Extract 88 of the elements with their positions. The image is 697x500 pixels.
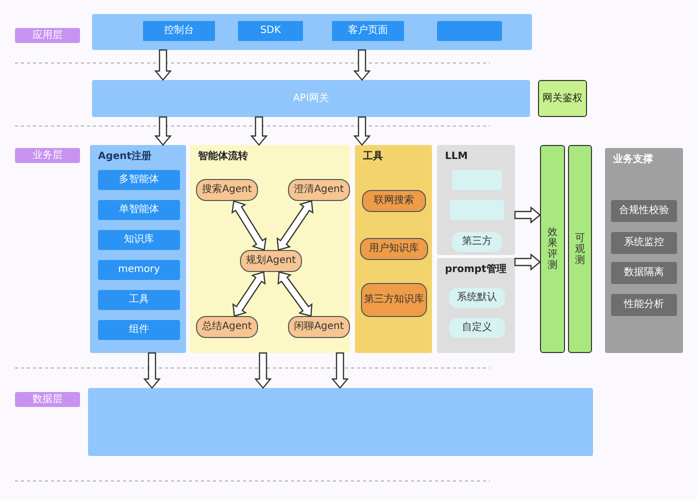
panel (90, 145, 186, 353)
node-label: 控制台 (164, 25, 194, 37)
hollow-arrow (514, 206, 541, 224)
module-box (98, 260, 180, 280)
node-label: memory (118, 264, 160, 276)
empty-box (437, 21, 502, 41)
node-label: 澄清Agent (294, 184, 344, 196)
entry-box (332, 21, 404, 41)
agent-pill (240, 250, 302, 272)
node-label: SDK (260, 25, 281, 37)
tool-pill (360, 238, 428, 260)
node-label: 联网搜索 (374, 195, 414, 207)
auth-box (538, 80, 587, 117)
hollow-arrow (232, 271, 266, 317)
node-label: 第三方 (462, 236, 492, 248)
node-label: 应用层 (32, 30, 62, 42)
hollow-arrow (353, 116, 371, 146)
node-label: 可观测 (575, 232, 585, 266)
agent-pill (288, 316, 350, 338)
empty-box (92, 14, 532, 50)
module-box (98, 230, 180, 250)
support-box (611, 294, 677, 316)
tool-pill (362, 190, 426, 212)
agent-pill (288, 179, 350, 201)
node-label: 数据层 (32, 394, 62, 406)
node-label: 工具 (129, 294, 149, 306)
panel-title: LLM (445, 151, 468, 162)
node-label: 业务层 (32, 150, 62, 162)
panel-title: 智能体流转 (198, 151, 248, 162)
layer-label (15, 148, 80, 163)
node-label: 搜索Agent (202, 184, 252, 196)
node-label: 合规性校验 (619, 205, 669, 217)
node-label: 第三方知识库 (364, 294, 424, 306)
entry-box (143, 21, 215, 41)
hollow-arrow (154, 49, 172, 81)
agent-pill (196, 179, 258, 201)
hollow-arrow (250, 116, 268, 146)
hollow-arrow (514, 253, 541, 271)
eval-column (540, 145, 565, 353)
node-label: 组件 (129, 324, 149, 336)
node-label: 自定义 (462, 322, 492, 334)
hollow-arrow (276, 200, 314, 251)
node-label: 系统默认 (457, 292, 497, 304)
support-box (611, 232, 677, 254)
node-label: 总结Agent (202, 321, 252, 333)
support-box (611, 200, 677, 222)
hollow-arrow (278, 271, 312, 317)
agent-pill (196, 316, 258, 338)
hollow-arrow (231, 200, 267, 251)
empty-box (88, 388, 593, 456)
panel (190, 145, 350, 353)
entry-box (238, 21, 303, 41)
node-label: 知识库 (124, 234, 154, 246)
node-label: 效果评测 (548, 227, 558, 271)
eval-column (568, 145, 592, 353)
node-label: 客户页面 (348, 25, 388, 37)
tool-pill (361, 283, 427, 317)
panel (437, 145, 515, 255)
module-box (98, 170, 180, 190)
panel-title: prompt管理 (445, 264, 506, 276)
panel (355, 145, 432, 353)
layer-label (15, 28, 80, 43)
node-label: 用户知识库 (369, 243, 419, 255)
module-box (98, 200, 180, 220)
panel-title: 工具 (363, 151, 383, 162)
panel (605, 148, 683, 353)
support-box (611, 262, 677, 284)
layer-band (92, 80, 530, 117)
panel-title: 业务支撑 (613, 154, 653, 166)
node-label: 网关鉴权 (542, 92, 582, 104)
node-label: 性能分析 (624, 299, 664, 311)
hollow-arrow (143, 352, 161, 389)
hollow-arrow (254, 352, 272, 389)
hollow-arrow (353, 49, 371, 81)
node-label: 多智能体 (119, 174, 159, 186)
module-box (98, 290, 180, 310)
node-label: 系统监控 (624, 237, 664, 249)
node-label: API网关 (293, 92, 329, 104)
panel-title: Agent注册 (98, 151, 152, 162)
hollow-arrow (154, 116, 172, 146)
hollow-arrow (331, 352, 349, 389)
layer-label (15, 392, 80, 407)
node-label: 闲聊Agent (294, 321, 344, 333)
node-label: 单智能体 (119, 204, 159, 216)
node-label: 数据隔离 (624, 267, 664, 279)
module-box (98, 320, 180, 340)
panel (437, 258, 515, 353)
node-label: 规划Agent (246, 255, 296, 267)
